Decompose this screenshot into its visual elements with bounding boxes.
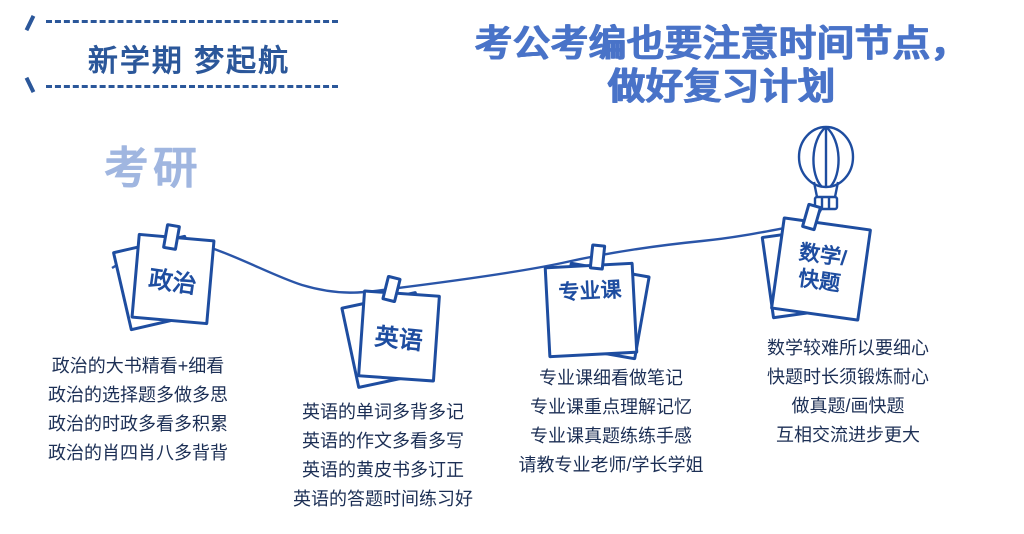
section-label: 考研 — [104, 144, 202, 193]
note-clip — [588, 243, 607, 271]
tip-line: 政治的肖四肖八多背背 — [48, 443, 228, 463]
badge-corner-dash — [24, 15, 35, 31]
hot-air-balloon-icon — [797, 125, 855, 211]
sticky-note-major-course: 专业课 — [543, 243, 654, 366]
note-label: 英语 — [373, 323, 424, 355]
sticky-note-politics: 政治 — [111, 222, 220, 337]
main-title-line1: 考公考编也要注意时间节点， — [475, 23, 969, 64]
tip-line: 快题时长须锻炼耐心 — [767, 367, 929, 387]
tip-line: 政治的选择题多做多思 — [48, 385, 228, 405]
tip-line: 英语的单词多背多记 — [302, 402, 464, 422]
note-front-sheet: 数学/ 快题 — [769, 216, 873, 322]
note-label: 专业课 — [557, 278, 623, 305]
main-title: 考公考编也要注意时间节点， 做好复习计划 — [428, 22, 1016, 108]
note-label-line1: 数学/ — [797, 240, 849, 271]
badge-corner-dash — [24, 77, 35, 93]
tip-line: 做真题/画快题 — [791, 396, 905, 416]
sticky-note-math-sketch: 数学/ 快题 — [760, 202, 876, 326]
main-title-line2: 做好复习计划 — [608, 66, 836, 107]
note-front-sheet: 英语 — [357, 289, 441, 383]
note-label-line2: 快题 — [796, 267, 842, 296]
tip-line: 政治的时政多看多积累 — [48, 414, 228, 434]
tip-line: 请教专业老师/学长学姐 — [518, 455, 704, 475]
note-front-sheet: 专业课 — [543, 261, 639, 359]
tip-line: 专业课重点理解记忆 — [530, 397, 692, 417]
tips-major-course: 专业课细看做笔记 专业课重点理解记忆 专业课真题练练手感 请教专业老师/学长学姐 — [498, 364, 724, 480]
tip-line: 专业课真题练练手感 — [530, 426, 692, 446]
badge-title: 新学期 梦起航 — [87, 45, 291, 78]
badge-title-box: 新学期 梦起航 — [24, 15, 340, 93]
tip-line: 政治的大书精看+细看 — [51, 356, 225, 376]
tip-line: 专业课细看做笔记 — [539, 368, 683, 388]
tips-politics: 政治的大书精看+细看 政治的选择题多做多思 政治的时政多看多积累 政治的肖四肖八… — [27, 352, 249, 468]
sticky-note-english: 英语 — [340, 274, 448, 392]
note-label: 数学/ 快题 — [794, 240, 849, 298]
tips-math-sketch: 数学较难所以要细心 快题时长须锻炼耐心 做真题/画快题 互相交流进步更大 — [737, 334, 959, 450]
tips-english: 英语的单词多背多记 英语的作文多看多写 英语的黄皮书多订正 英语的答题时间练习好 — [272, 398, 494, 514]
tip-line: 英语的黄皮书多订正 — [302, 460, 464, 480]
note-label: 政治 — [146, 265, 199, 299]
tip-line: 互相交流进步更大 — [776, 425, 920, 445]
tip-line: 数学较难所以要细心 — [767, 338, 929, 358]
tip-line: 英语的作文多看多写 — [302, 431, 464, 451]
tip-line: 英语的答题时间练习好 — [293, 489, 473, 509]
